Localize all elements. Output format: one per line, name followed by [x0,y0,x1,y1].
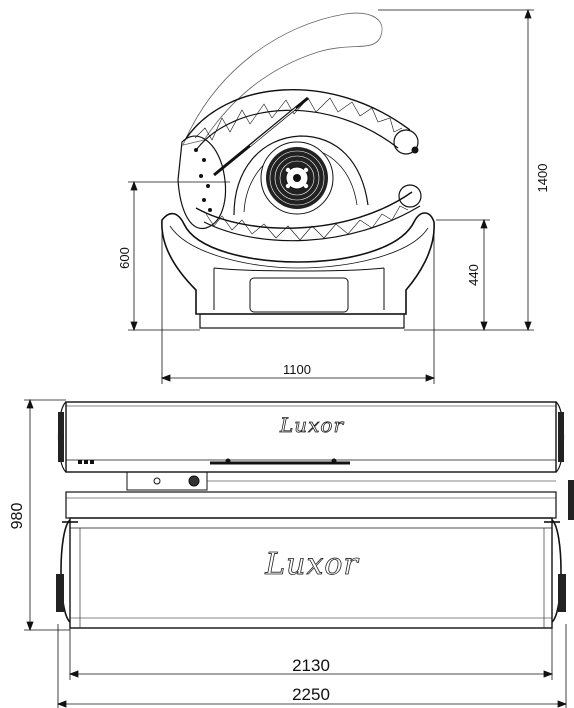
upper-lamp-arc [184,89,411,141]
upper-lamp-arc-inner [195,109,399,151]
dim-total-height: 1400 [535,164,550,193]
lower-lamp-arc [195,191,413,229]
fan-housing [233,135,369,216]
control-knob-large [188,475,200,487]
upper-arc-end-cap [393,129,419,155]
upper-lamp-lattice [194,97,403,141]
base-vent [249,277,349,313]
hinge-plate [177,135,227,229]
canopy-brand-logo: Luxor [279,413,344,437]
control-knob-small [153,477,161,485]
lower-lamp-lattice [205,205,409,241]
fan-hub-center [293,174,301,182]
lower-lamp-arc-inner [203,205,421,242]
open-lid-outline [182,12,383,146]
canopy [65,401,557,473]
dim-total-length: 2250 [292,685,330,704]
base-shell-inner [213,267,385,310]
lower-arc-end-cap [398,184,422,208]
dim-width: 1100 [283,362,311,377]
bench-top-band [65,491,557,519]
bench-left-end [60,519,71,623]
status-lights [78,460,94,464]
bench [69,517,553,629]
top-view [56,401,574,629]
dim-lid-height: 600 [117,247,132,269]
base-shell [161,212,435,315]
bench-right-end [551,519,562,623]
dim-depth: 980 [9,503,26,530]
top-dimensions [24,398,568,708]
bench-brand-logo: Luxor [264,547,359,582]
side-dimensions [128,8,534,384]
base-shell-rim [169,225,429,269]
dim-base-height: 440 [466,264,481,286]
hinge-holes [194,148,212,212]
dim-inner-length: 2130 [292,656,330,675]
base-foot [199,313,405,329]
upper-arc-end-knob [411,146,419,154]
cooling-fan [260,141,334,215]
gas-strut-rod [249,107,297,147]
